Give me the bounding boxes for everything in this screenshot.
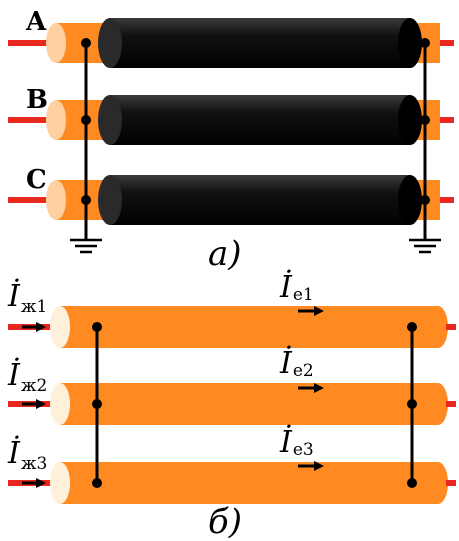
sheath-end-face	[98, 95, 122, 145]
subfigure-label-a: а)	[208, 234, 242, 274]
sheath-current-arrow-3	[298, 461, 324, 471]
ground-symbol-left	[70, 238, 102, 254]
core-end-face	[46, 23, 66, 63]
sheath-end-face	[50, 383, 70, 425]
sheath	[60, 306, 438, 348]
core-current-label-1: İж1	[7, 278, 47, 317]
sheath-end-face	[50, 462, 70, 504]
core-current-label-2: İж2	[7, 357, 47, 396]
cable-phase-b	[8, 95, 454, 145]
phase-label-a: A	[25, 7, 47, 37]
cable-phase-c	[8, 175, 454, 225]
sheath-end-face	[98, 175, 122, 225]
sheath	[60, 383, 438, 425]
core-end-face	[46, 100, 66, 140]
ground-symbol-right	[409, 238, 441, 254]
sheath-end-face	[398, 18, 422, 68]
diagram-b: İж1 İж2 İж3 İе1 İе2 İе3 б)	[7, 269, 456, 541]
input-lead	[8, 40, 52, 46]
sheath-end-cap	[428, 383, 448, 425]
sheath-end-face	[398, 95, 422, 145]
cable-1	[8, 306, 456, 348]
sheath-end-cap	[428, 462, 448, 504]
sheath-current-arrow-1	[298, 306, 324, 316]
sheath-current-label-2: İе2	[279, 345, 314, 381]
core-current-label-3: İж3	[7, 435, 47, 474]
output-lead	[446, 480, 456, 486]
phase-label-b: B	[26, 85, 48, 115]
core-current-arrow-2	[22, 399, 46, 409]
cable-2	[8, 383, 456, 425]
cable-3	[8, 462, 456, 504]
sheath	[110, 175, 410, 225]
sheath	[110, 95, 410, 145]
sheath-end-face	[398, 175, 422, 225]
output-lead	[440, 40, 454, 46]
input-lead	[8, 197, 52, 203]
input-lead	[8, 117, 52, 123]
output-lead	[440, 197, 454, 203]
core-current-arrow-1	[22, 322, 46, 332]
sheath-current-label-1: İе1	[279, 269, 314, 305]
core-current-arrow-3	[22, 478, 46, 488]
output-lead	[446, 401, 456, 407]
sheath	[110, 18, 410, 68]
phase-label-c: C	[26, 165, 47, 195]
sheath-end-face	[50, 306, 70, 348]
output-lead	[440, 117, 454, 123]
diagram-a: A B C а)	[8, 7, 454, 274]
subfigure-label-b: б)	[208, 502, 242, 541]
sheath-end-cap	[428, 306, 448, 348]
sheath	[60, 462, 438, 504]
output-lead	[446, 324, 456, 330]
sheath-end-face	[98, 18, 122, 68]
cable-phase-a	[8, 18, 454, 68]
core-end-face	[46, 180, 66, 220]
sheath-current-arrow-2	[298, 383, 324, 393]
sheath-current-label-3: İе3	[279, 424, 314, 460]
